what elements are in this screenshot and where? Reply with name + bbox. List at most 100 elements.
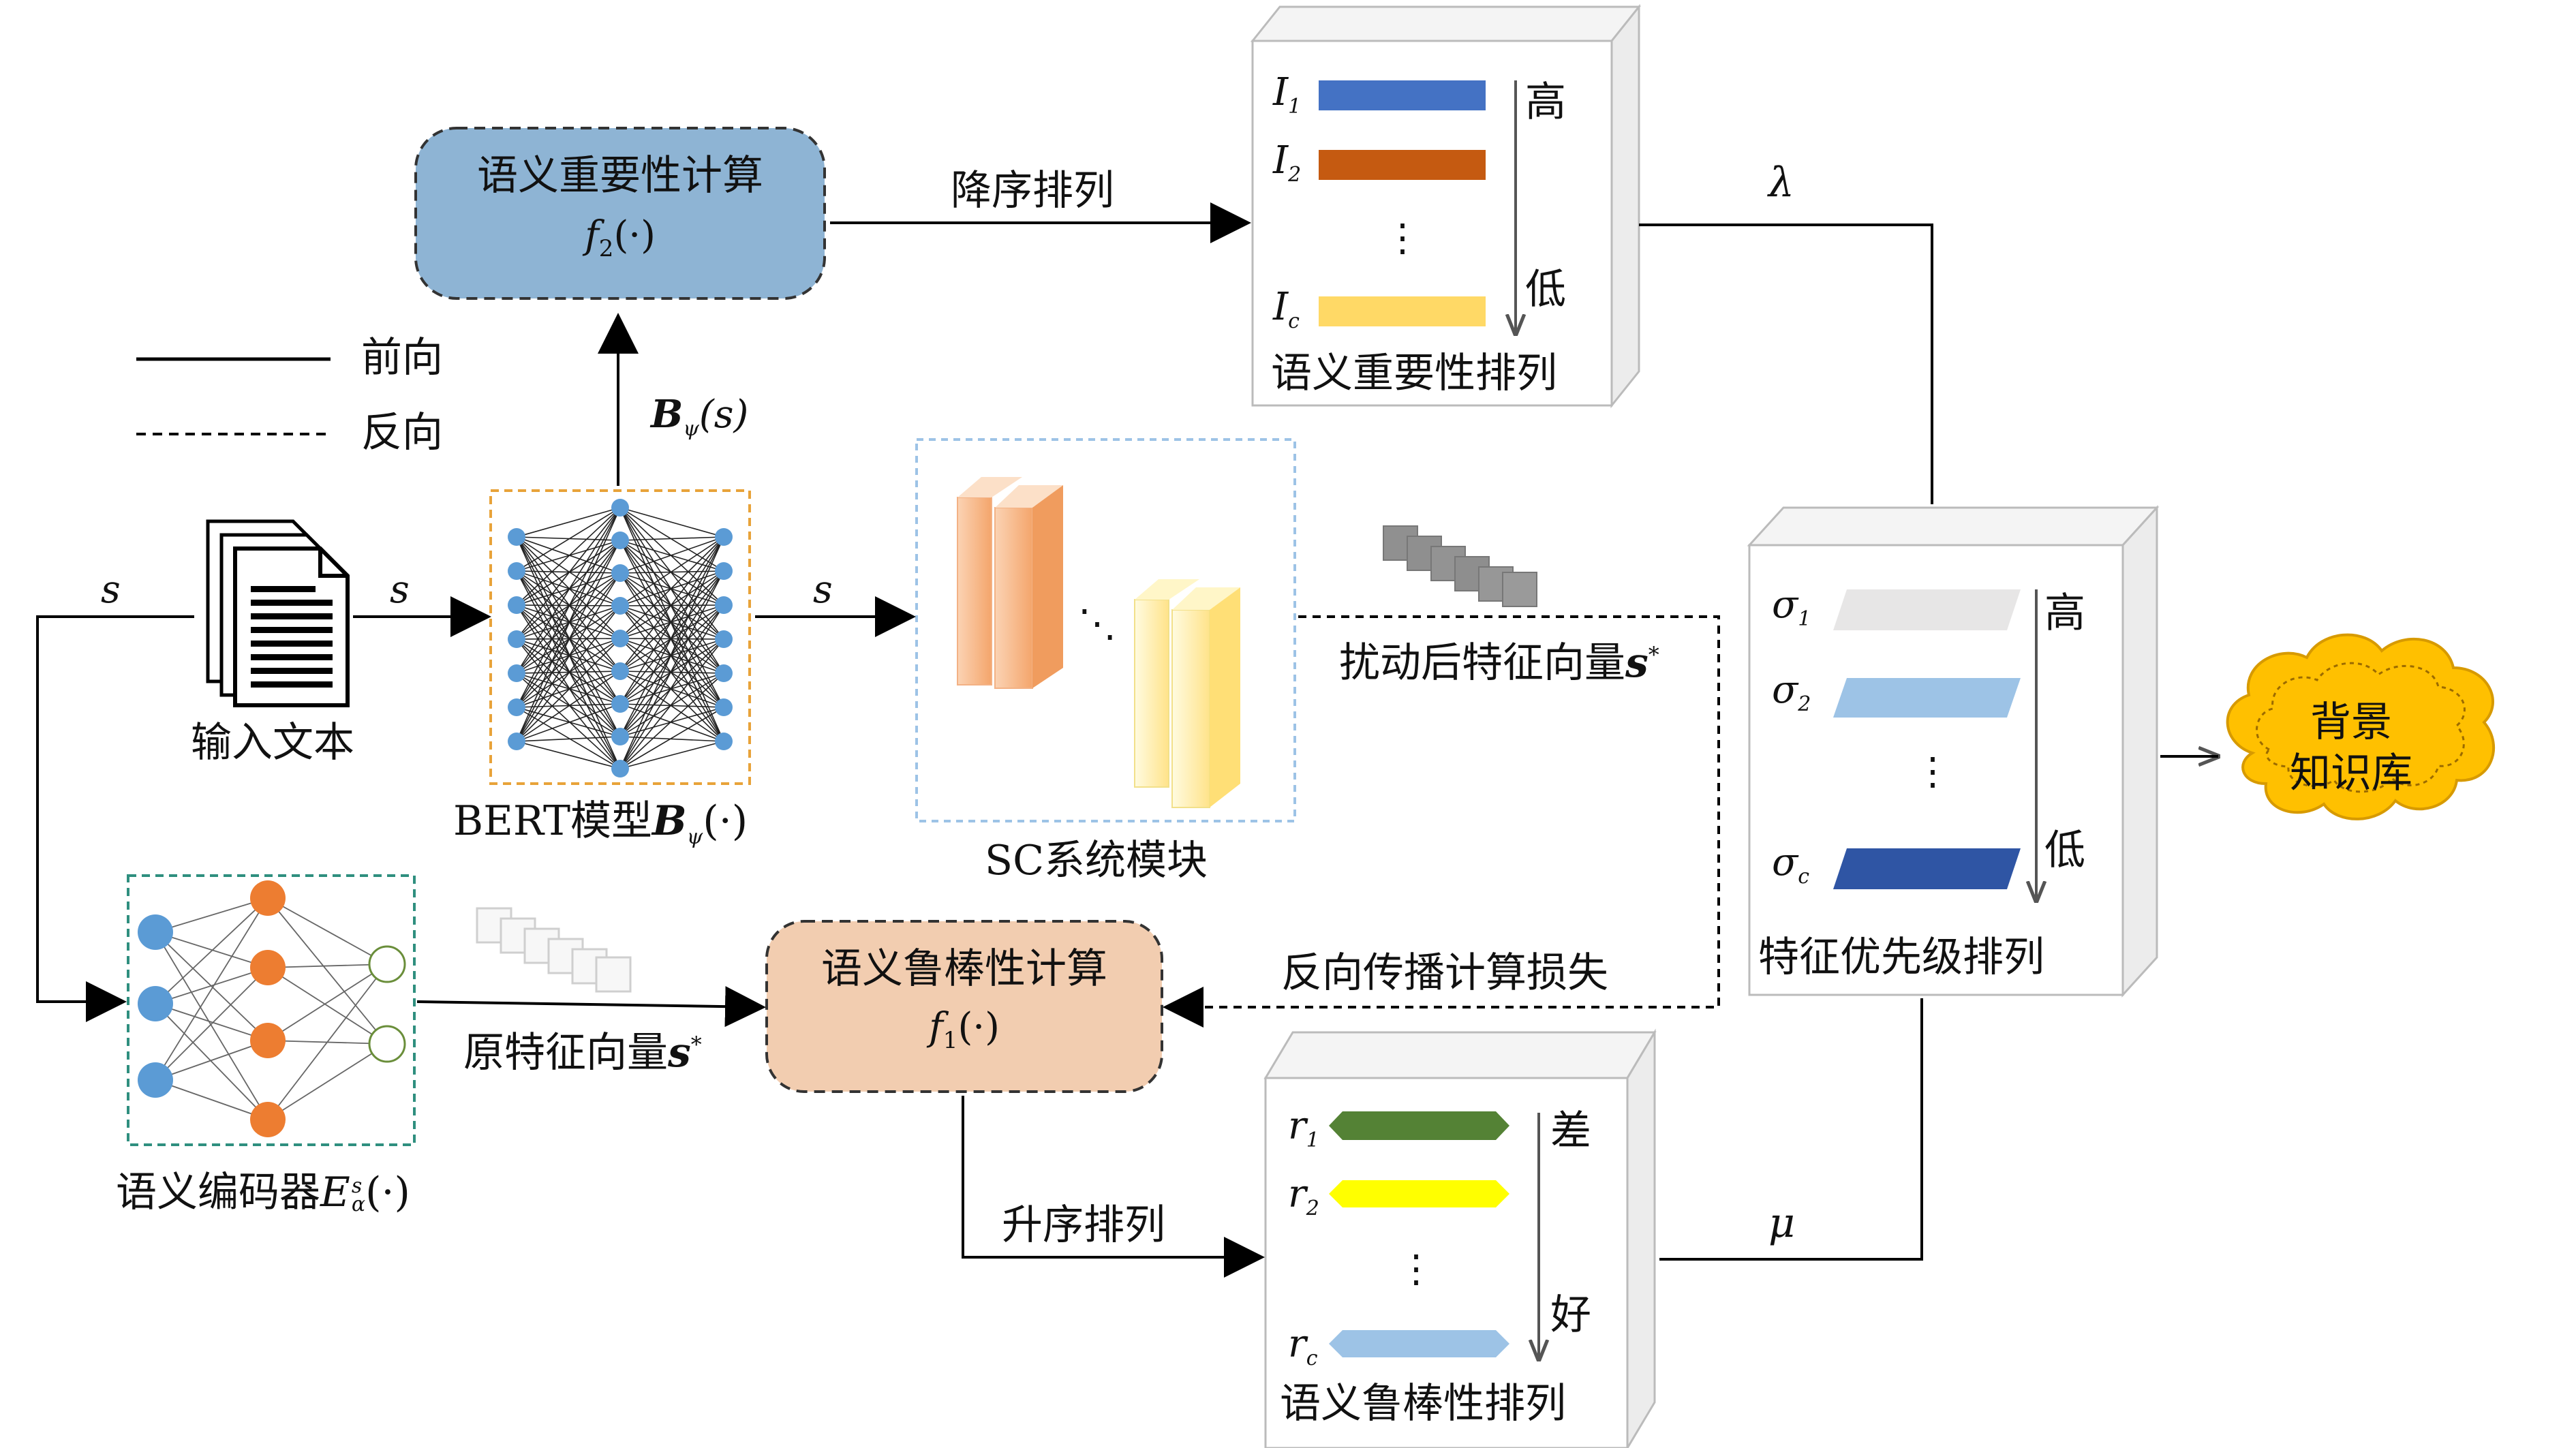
robust-item-c: rc — [1288, 1322, 1318, 1371]
priority-low: 低 — [2044, 827, 2085, 874]
net-node — [715, 664, 733, 682]
net-node — [368, 945, 406, 983]
net-node — [508, 528, 525, 546]
net-edge — [619, 536, 724, 737]
perturbed-feature-squares — [1383, 525, 1537, 607]
net-edge — [516, 507, 621, 606]
sc-dots: ⋱ — [1078, 602, 1116, 646]
robust-high: 差 — [1550, 1107, 1591, 1155]
net-node — [715, 562, 733, 580]
priority-rank-title: 特征优先级排列 — [1758, 934, 2044, 981]
net-edge — [619, 638, 724, 769]
robust-func: f1(·) — [929, 1005, 1000, 1055]
net-edge — [516, 604, 621, 606]
net-edge — [619, 605, 724, 708]
net-edge — [619, 536, 724, 639]
bert-network — [508, 499, 733, 777]
priority-item-c: σc — [1772, 840, 1810, 889]
net-edge — [155, 897, 269, 1004]
net-edge — [155, 931, 269, 968]
net-edge — [619, 572, 724, 640]
bert-box — [489, 489, 751, 785]
net-node — [611, 564, 629, 582]
net-edge — [619, 570, 724, 769]
original-feature-squares — [476, 907, 632, 993]
net-edge — [619, 671, 724, 708]
importance-rank-box — [1250, 3, 1642, 409]
net-edge — [619, 507, 724, 606]
sc-box — [915, 438, 1296, 822]
edge-backprop — [1163, 615, 1720, 1028]
net-edge — [516, 507, 621, 708]
net-node — [250, 1023, 286, 1058]
net-edge — [619, 540, 724, 674]
net-edge — [516, 507, 621, 538]
kb-line1: 背景 — [2310, 698, 2392, 746]
net-edge — [619, 507, 724, 538]
net-edge — [619, 671, 724, 674]
lambda-label: λ — [1768, 159, 1795, 206]
net-edge — [619, 536, 724, 769]
net-edge — [516, 638, 621, 737]
net-edge — [619, 638, 724, 737]
net-edge — [155, 931, 269, 1041]
net-node — [508, 596, 525, 614]
net-node — [715, 733, 733, 750]
net-edge — [267, 964, 388, 1120]
backprop-label: 反向传播计算损失 — [1281, 949, 1608, 997]
net-node — [250, 950, 286, 985]
net-node — [611, 532, 629, 549]
net-edge — [619, 540, 724, 640]
net-node — [715, 698, 733, 716]
edge-encoder-to-robust — [416, 986, 766, 1028]
net-edge — [516, 570, 621, 639]
net-edge — [516, 671, 621, 742]
net-node — [508, 698, 525, 716]
net-edge — [516, 570, 621, 705]
net-edge — [516, 604, 621, 705]
net-edge — [516, 703, 621, 742]
net-edge — [516, 540, 621, 742]
net-edge — [155, 931, 269, 1120]
net-edge — [619, 736, 724, 742]
net-edge — [155, 1003, 269, 1041]
robust-rank-box — [1263, 1028, 1657, 1448]
bert-output-label: Bψ(s) — [651, 392, 749, 442]
net-node — [611, 760, 629, 777]
net-edge — [619, 536, 724, 606]
sc-feature-blocks — [957, 477, 1240, 808]
importance-dots: ⋮ — [1383, 216, 1422, 260]
edge-doc-to-encoder — [36, 615, 194, 1022]
net-node — [250, 880, 286, 916]
net-node — [611, 662, 629, 680]
net-edge — [155, 897, 269, 1081]
priority-dots: ⋮ — [1914, 750, 1952, 794]
importance-item-2: I2 — [1273, 138, 1302, 187]
net-edge — [516, 638, 621, 705]
net-edge — [619, 605, 724, 742]
net-edge — [155, 967, 269, 1004]
priority-high: 高 — [2044, 589, 2085, 637]
net-edge — [619, 638, 724, 742]
robust-box — [765, 920, 1163, 1093]
importance-box — [414, 127, 826, 300]
net-node — [715, 596, 733, 614]
robust-dots: ⋮ — [1397, 1247, 1435, 1291]
net-edge — [516, 707, 621, 737]
net-edge — [155, 1040, 269, 1081]
net-edge — [516, 673, 621, 737]
net-edge — [267, 964, 388, 968]
s-label-mid: s — [390, 568, 410, 612]
robust-title: 语义鲁棒性计算 — [821, 945, 1107, 993]
net-node — [138, 914, 173, 950]
edge-asc-sort — [962, 1096, 1265, 1278]
knowledge-base-cloud — [2226, 633, 2496, 820]
net-edge — [619, 572, 724, 606]
original-label: 原特征向量s* — [463, 1029, 702, 1077]
net-edge — [619, 638, 724, 708]
kb-line2: 知识库 — [2290, 750, 2412, 797]
net-edge — [619, 540, 724, 606]
importance-item-c: Ic — [1273, 285, 1300, 334]
